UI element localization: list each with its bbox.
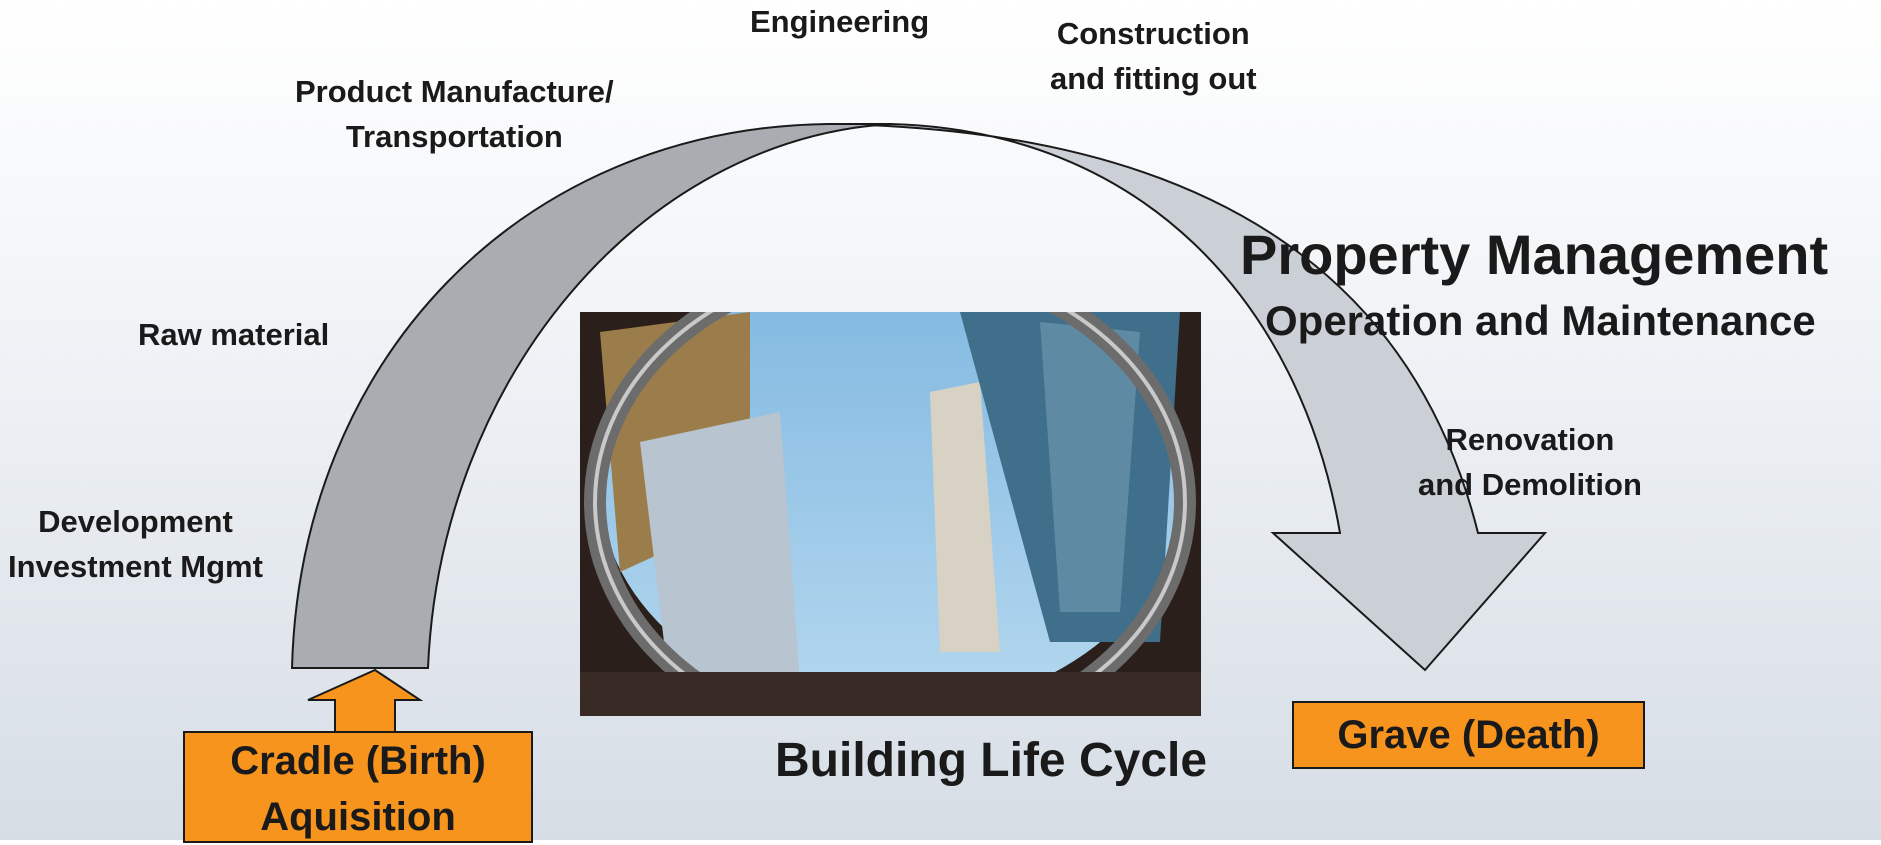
label-engineering: Engineering <box>750 4 930 39</box>
right-arrow-arm <box>829 123 1548 672</box>
label-development: Development Investment Mgmt <box>8 504 263 584</box>
up-arrow <box>307 668 424 734</box>
label-renovation: Renovation and Demolition <box>1418 422 1642 502</box>
label-construction: Construction and fitting out <box>1050 16 1257 96</box>
label-raw-material: Raw material <box>138 317 330 352</box>
label-product-manufacture: Product Manufacture/ Transportation <box>295 74 614 154</box>
property-management-title: Property Management <box>1240 223 1829 286</box>
property-management-subtitle: Operation and Maintenance <box>1265 297 1816 344</box>
cradle-box: Cradle (Birth) Aquisition <box>183 731 533 843</box>
building-life-cycle-title: Building Life Cycle <box>775 734 1208 787</box>
left-arrow-arm <box>290 123 891 669</box>
grave-box: Grave (Death) <box>1292 701 1645 769</box>
skyscraper-photo <box>580 312 1201 716</box>
